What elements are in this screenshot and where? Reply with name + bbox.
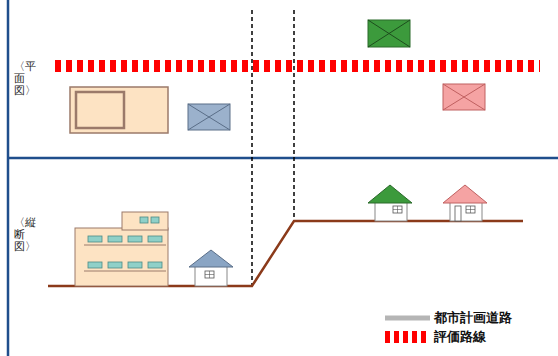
legend-sample-red-dash xyxy=(385,331,430,343)
legend-sample-grey-line xyxy=(385,316,430,321)
legend-text: 評価路線 xyxy=(434,328,486,346)
view-label: 〈縦断図〉 xyxy=(14,217,25,253)
legend-text: 都市計画道路 xyxy=(434,309,512,327)
view-label: 〈平面図〉 xyxy=(14,61,25,97)
